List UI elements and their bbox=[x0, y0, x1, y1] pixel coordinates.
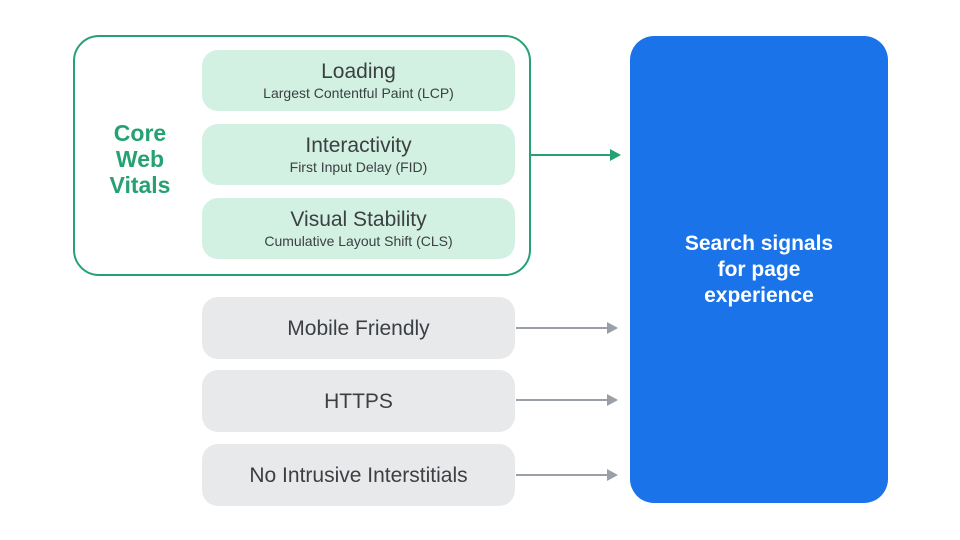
search-signals-text-line: for page bbox=[717, 257, 801, 281]
arrow-https bbox=[516, 394, 618, 406]
search-signals-text-line: Search signals bbox=[684, 231, 834, 255]
vital-subtitle: Cumulative Layout Shift (CLS) bbox=[264, 233, 453, 249]
core-web-vitals-label-line: Web bbox=[115, 146, 165, 172]
core-web-vitals-label-line: Vitals bbox=[109, 172, 171, 198]
vital-title: Interactivity bbox=[305, 134, 412, 157]
arrow-core-web-vitals bbox=[531, 149, 621, 161]
signal-card-no-intrusive-interstitials: No Intrusive Interstitials bbox=[202, 444, 515, 506]
vital-card-visual-stability: Visual Stability Cumulative Layout Shift… bbox=[202, 198, 515, 259]
vital-subtitle: First Input Delay (FID) bbox=[289, 159, 428, 175]
vital-card-loading: Loading Largest Contentful Paint (LCP) bbox=[202, 50, 515, 111]
signal-card-https: HTTPS bbox=[202, 370, 515, 432]
vital-title: Visual Stability bbox=[290, 208, 427, 231]
arrow-no-intrusive-interstitials bbox=[516, 469, 618, 481]
vital-card-interactivity: Interactivity First Input Delay (FID) bbox=[202, 124, 515, 185]
search-signals-text-line: experience bbox=[704, 283, 814, 307]
vital-subtitle: Largest Contentful Paint (LCP) bbox=[263, 85, 454, 101]
search-signals-box: Search signals for page experience bbox=[630, 36, 888, 503]
core-web-vitals-label: Core Web Vitals bbox=[80, 120, 200, 198]
core-web-vitals-label-line: Core bbox=[113, 120, 167, 146]
signal-label: HTTPS bbox=[324, 389, 393, 413]
arrow-mobile-friendly bbox=[516, 322, 618, 334]
signal-label: Mobile Friendly bbox=[287, 316, 430, 340]
signal-label: No Intrusive Interstitials bbox=[249, 463, 468, 487]
signal-card-mobile-friendly: Mobile Friendly bbox=[202, 297, 515, 359]
vital-title: Loading bbox=[321, 60, 396, 83]
